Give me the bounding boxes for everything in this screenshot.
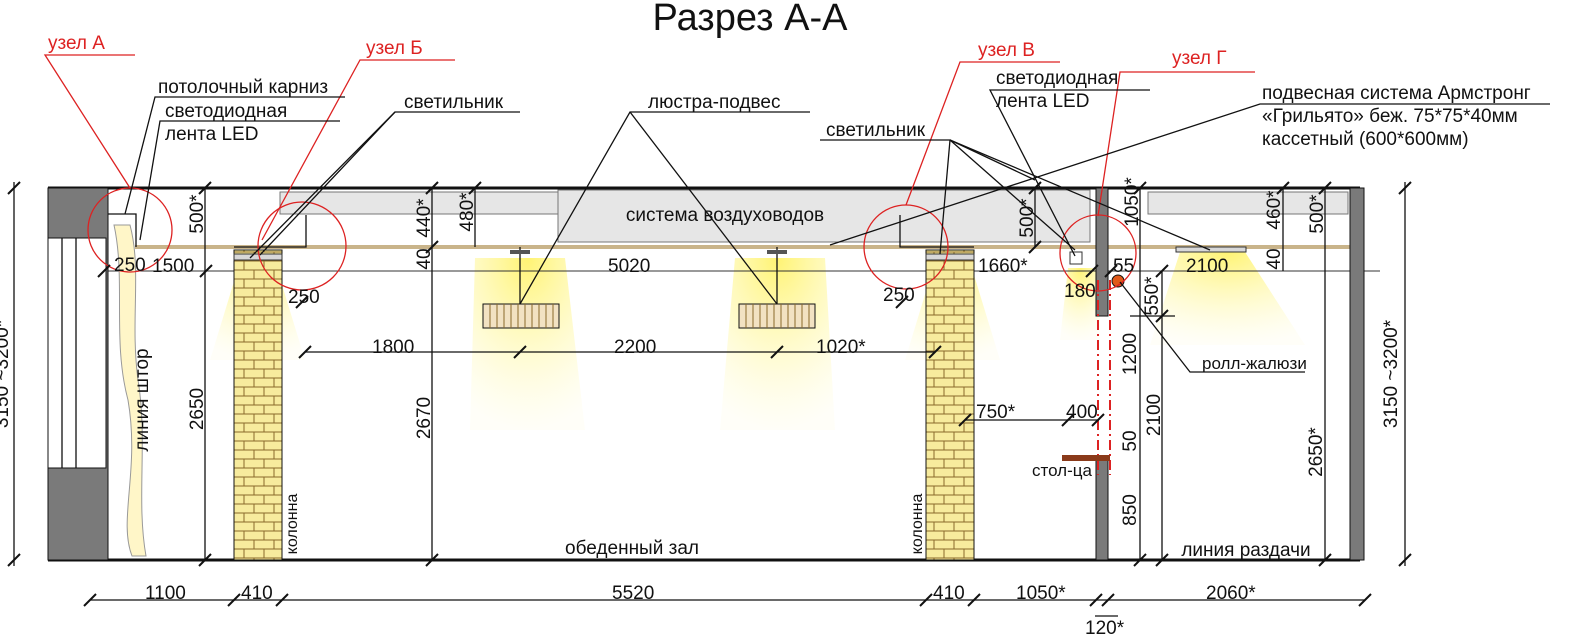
dining-hall-label: обеденный зал	[565, 538, 699, 559]
dim-b-410-left: 410	[241, 583, 273, 604]
dim-1050: 1050*	[1122, 177, 1143, 227]
dim-250-b: 250	[288, 287, 320, 308]
callout-armstrong-2: «Грильято» беж. 75*75*40мм	[1262, 106, 1518, 127]
callout-lamp-right: светильник	[826, 120, 926, 141]
callout-lamp-left: светильник	[404, 92, 504, 113]
dim-55: 55	[1113, 256, 1134, 277]
dimension-lines	[7, 181, 1412, 617]
callout-table: стол-ца	[1032, 461, 1092, 480]
column-left	[233, 249, 283, 561]
dim-b-1100: 1100	[145, 583, 186, 604]
dim-500-far: 500*	[1307, 194, 1328, 234]
dim-500-right: 500*	[1017, 198, 1038, 238]
dim-50: 50	[1120, 430, 1141, 451]
callout-led-v-1: светодиодная	[996, 68, 1118, 89]
dim-1200: 1200	[1120, 333, 1141, 375]
column-left-label: колонна	[284, 494, 301, 555]
dim-40-right: 40	[1264, 248, 1285, 269]
dim-2100: 2100	[1186, 256, 1228, 277]
serving-line-label: линия раздачи	[1181, 540, 1310, 561]
air-duct: система воздуховодов	[279, 189, 1349, 243]
callout-led-a-1: светодиодная	[165, 101, 287, 122]
callout-chandelier: люстра-подвес	[648, 92, 780, 113]
dim-2670: 2670	[414, 397, 435, 439]
section-title: Разрез А-А	[653, 0, 849, 39]
callout-led-a-2: лента LED	[165, 124, 258, 145]
dim-2650-right: 2650*	[1306, 427, 1327, 477]
dim-440: 440*	[414, 198, 435, 238]
callout-led-v-2: лента LED	[996, 91, 1089, 112]
column-right-label: колонна	[909, 494, 926, 555]
dim-total-left: 3150 ~3200*	[0, 319, 13, 428]
structure	[47, 186, 1380, 562]
dim-1500: 1500	[152, 256, 194, 277]
dim-5020: 5020	[608, 256, 650, 277]
callout-leaders	[124, 89, 1550, 373]
dim-550: 550*	[1142, 276, 1163, 316]
dim-total-right: 3150 ~3200*	[1381, 319, 1402, 428]
dim-2200: 2200	[614, 337, 656, 358]
dim-1800: 1800	[372, 337, 414, 358]
callout-blinds: ролл-жалюзи	[1202, 354, 1307, 373]
dim-750: 750*	[976, 402, 1016, 423]
callout-armstrong-1: подвесная система Армстронг	[1262, 83, 1531, 104]
dim-2100-v: 2100	[1144, 394, 1165, 436]
dim-180: 180	[1064, 281, 1096, 302]
callouts: потолочный карниз светодиодная лента LED…	[158, 68, 1531, 480]
node-a-label: узел А	[48, 33, 105, 54]
dim-b-2060: 2060*	[1206, 583, 1256, 604]
dim-250-a: 250	[114, 255, 146, 276]
node-g-label: узел Г	[1172, 48, 1227, 69]
dim-b-5520: 5520	[612, 583, 654, 604]
dimension-labels: 3150 ~3200* 3150 ~3200* 500* 440* 480* 4…	[0, 177, 1402, 639]
dim-40-mid: 40	[414, 248, 435, 269]
curtain-line-label: линия штор	[132, 348, 153, 451]
duct-label: система воздуховодов	[626, 205, 824, 226]
dim-500-left: 500*	[187, 194, 208, 234]
dim-850: 850	[1120, 494, 1141, 526]
dim-b-410-right: 410	[933, 583, 965, 604]
dim-1660: 1660*	[978, 256, 1028, 277]
dim-250-v: 250	[883, 285, 915, 306]
column-right	[925, 249, 975, 561]
dim-480: 480*	[457, 192, 478, 232]
dim-400: 400	[1066, 402, 1098, 423]
node-markers: узел А узел Б узел В узел Г	[43, 33, 1255, 292]
node-v-label: узел В	[978, 40, 1035, 61]
area-labels: линия штор колонна колонна обеденный зал…	[132, 348, 1311, 561]
dim-1020: 1020*	[816, 337, 866, 358]
dim-460: 460*	[1264, 190, 1285, 230]
callout-armstrong-3: кассетный (600*600мм)	[1262, 129, 1469, 150]
dim-2650-left: 2650	[187, 388, 208, 430]
dim-b-1050: 1050*	[1016, 583, 1066, 604]
chandelier-right	[738, 247, 816, 329]
node-b-label: узел Б	[366, 38, 423, 59]
chandelier-left	[482, 247, 560, 329]
callout-cornice: потолочный карниз	[158, 77, 328, 98]
dim-b-120: 120*	[1085, 618, 1125, 639]
